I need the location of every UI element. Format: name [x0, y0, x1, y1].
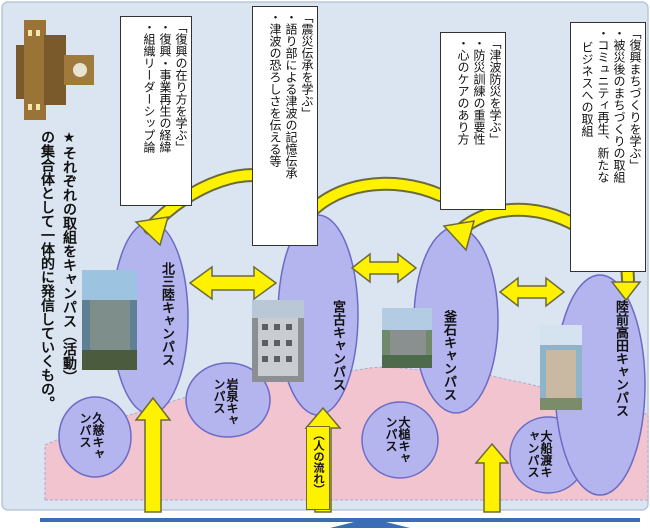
- note-machizukuri-item2: ・コミュニティ再生、新たな: [596, 27, 610, 183]
- up-arrow-right: [474, 442, 510, 513]
- label-rikuzentakata: 陸前高田キャンパス: [613, 300, 628, 417]
- note-bosai-item2: ・心のケアのあり方: [456, 37, 470, 145]
- double-arrow-kamaishi-rikuzentakata: [498, 276, 566, 308]
- note-fukko-item2: ・組織リーダーシップ論: [142, 21, 156, 153]
- label-kuji-text: 久慈キャンパス: [78, 412, 105, 460]
- label-kuji: 久慈キャンパス: [78, 412, 112, 464]
- intro-line-2: の集合体として一体的に発信していくもの。: [39, 130, 55, 410]
- note-machizukuri: 「復興まちづくりを学ぶ」 ・被災後のまちづくりの取組 ・コミュニティ再生、新たな…: [570, 22, 646, 272]
- note-bosai-title: 「津波防災を学ぶ」: [488, 37, 502, 145]
- note-fukko-title: 「復興の在り方を学ぶ」: [174, 21, 188, 153]
- flow-label: （人の流れ）: [312, 429, 325, 495]
- photo-miyako: [252, 300, 304, 382]
- ellipse-otsuchi: [361, 401, 439, 479]
- intro-text: ★それぞれの取組をキャンパス（活動） の集合体として一体的に発信していくもの。: [28, 130, 88, 410]
- label-kitasanriku: 北三陸キャンパス: [159, 262, 174, 366]
- note-shinsai-item1: ・語り部による津波の記憶伝承: [284, 11, 298, 179]
- footer-chevron: [330, 518, 410, 528]
- photo-rikuzentakata: [540, 325, 582, 410]
- note-shinsai-item2: ・津波の恐ろしさを伝える等: [268, 11, 282, 167]
- label-iwaizumi-text: 岩泉キャンパス: [212, 378, 239, 426]
- note-bosai-item1: ・防災訓練の重要性: [472, 37, 486, 145]
- note-fukko: 「復興の在り方を学ぶ」 ・復興・事業再生の経緯 ・組織リーダーシップ論: [120, 16, 192, 206]
- photo-kamaishi: [382, 308, 432, 368]
- label-ofunato-text: 大船渡キャンパス: [526, 430, 553, 478]
- note-machizukuri-item3: ビジネスへの取組: [580, 41, 594, 137]
- note-bosai: 「津波防災を学ぶ」 ・防災訓練の重要性 ・心のケアのあり方: [440, 32, 506, 210]
- ellipse-kuji: [58, 396, 132, 478]
- photo-kitasanriku: [82, 270, 137, 370]
- label-ofunato: 大船渡キャンパス: [526, 430, 570, 486]
- footer-line: [40, 518, 640, 522]
- up-arrow-left: [134, 396, 172, 513]
- label-otsuchi-text: 大槌キャンパス: [384, 416, 411, 464]
- note-machizukuri-item1: ・被災後のまちづくりの取組: [612, 27, 626, 183]
- note-shinsai-title: 「震災伝承を学ぶ」: [300, 11, 314, 119]
- note-fukko-item1: ・復興・事業再生の経緯: [158, 21, 172, 153]
- note-shinsai: 「震災伝承を学ぶ」 ・語り部による津波の記憶伝承 ・津波の恐ろしさを伝える等: [252, 6, 318, 246]
- flow-label-box: （人の流れ）: [306, 426, 330, 510]
- double-arrow-miyako-kamaishi: [350, 252, 418, 284]
- label-miyako: 宮古キャンパス: [330, 300, 345, 391]
- note-machizukuri-title: 「復興まちづくりを学ぶ」: [628, 27, 642, 171]
- label-otsuchi: 大槌キャンパス: [384, 416, 418, 468]
- university-building-icon: [16, 20, 94, 120]
- label-iwaizumi: 岩泉キャンパス: [212, 378, 246, 428]
- ellipse-iwaizumi: [185, 362, 271, 438]
- label-kamaishi: 釜石キャンパス: [441, 310, 456, 401]
- intro-line-1: ★それぞれの取組をキャンパス（活動）: [61, 130, 77, 384]
- double-arrow-kitasanriku-miyako: [188, 265, 278, 301]
